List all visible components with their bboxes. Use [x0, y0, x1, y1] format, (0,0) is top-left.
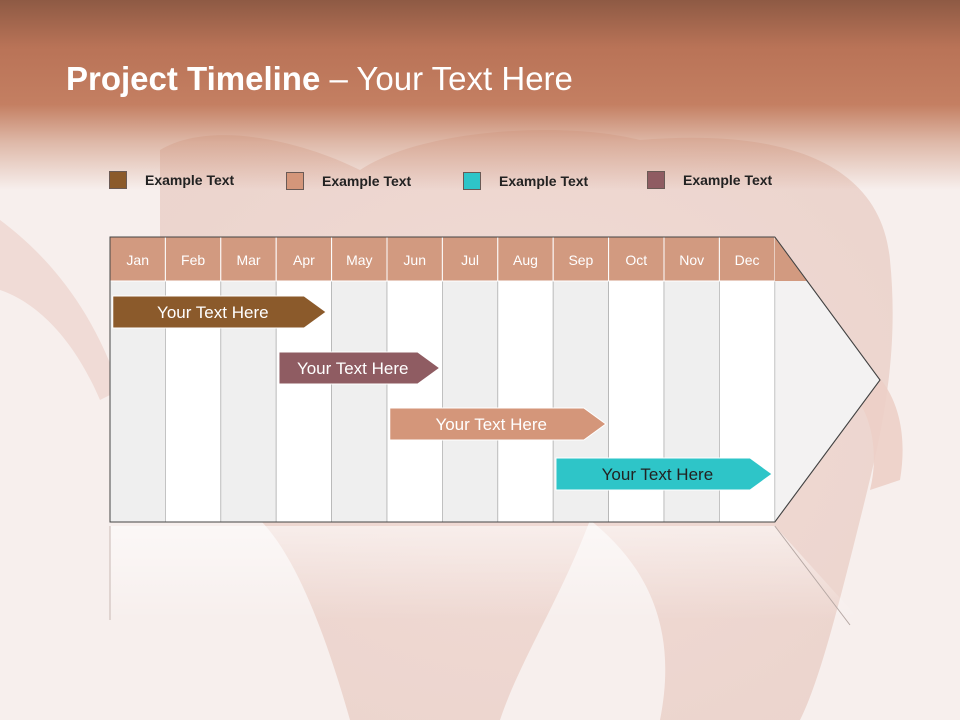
month-label-nov: Nov — [679, 252, 704, 268]
month-column-aug — [497, 280, 554, 523]
month-label-jan: Jan — [126, 252, 149, 268]
month-column-jun — [386, 280, 443, 523]
month-header-cell-sep — [552, 236, 610, 282]
month-header-cell-apr — [275, 236, 333, 282]
task-label-4: Your Text Here — [602, 465, 714, 484]
chart-reflection — [110, 526, 860, 620]
month-label-may: May — [346, 252, 372, 268]
task-label-3: Your Text Here — [435, 415, 547, 434]
header-band — [0, 0, 960, 190]
month-label-jul: Jul — [461, 252, 479, 268]
legend-swatch-1 — [109, 171, 127, 189]
legend-swatch-3 — [463, 172, 481, 190]
month-header-cell-jul — [441, 236, 499, 282]
month-header-cell-feb — [164, 236, 222, 282]
month-header-cell-nov — [663, 236, 720, 282]
page-title: Project Timeline – Your Text Here — [66, 60, 573, 98]
month-header-cell-dec — [718, 236, 776, 282]
legend-label-2: Example Text — [322, 173, 412, 189]
task-label-1: Your Text Here — [157, 303, 269, 322]
month-column-may — [331, 280, 388, 523]
legend-item-2: Example Text — [286, 171, 411, 191]
month-label-jun: Jun — [403, 252, 426, 268]
task-arrow-3 — [389, 407, 607, 441]
task-label-2: Your Text Here — [297, 359, 409, 378]
month-label-aug: Aug — [513, 252, 538, 268]
task-arrow-2 — [278, 351, 441, 385]
timeline-outline — [109, 236, 881, 523]
month-label-sep: Sep — [568, 252, 593, 268]
legend-swatch-4 — [647, 171, 665, 189]
month-header-cell-aug — [497, 236, 554, 282]
month-label-oct: Oct — [625, 252, 647, 268]
month-label-mar: Mar — [236, 252, 260, 268]
month-header-cell-may — [331, 236, 388, 282]
month-header-cell-oct — [608, 236, 665, 282]
title-bold: Project Timeline — [66, 60, 321, 97]
month-header-cell-jun — [386, 236, 443, 282]
legend-swatch-2 — [286, 172, 304, 190]
legend-label-4: Example Text — [683, 172, 773, 188]
month-column-jul — [441, 280, 499, 523]
task-arrow-1 — [112, 295, 327, 329]
month-label-dec: Dec — [735, 252, 760, 268]
reflection-edge-right — [774, 525, 851, 626]
month-label-apr: Apr — [293, 252, 315, 268]
legend-item-1: Example Text — [109, 170, 234, 190]
month-label-feb: Feb — [181, 252, 205, 268]
title-rest: – Your Text Here — [320, 60, 573, 97]
legend-item-3: Example Text — [463, 171, 588, 191]
legend-label-3: Example Text — [499, 173, 589, 189]
legend-item-4: Example Text — [647, 170, 772, 190]
legend-label-1: Example Text — [145, 172, 235, 188]
task-arrow-4 — [555, 457, 773, 491]
